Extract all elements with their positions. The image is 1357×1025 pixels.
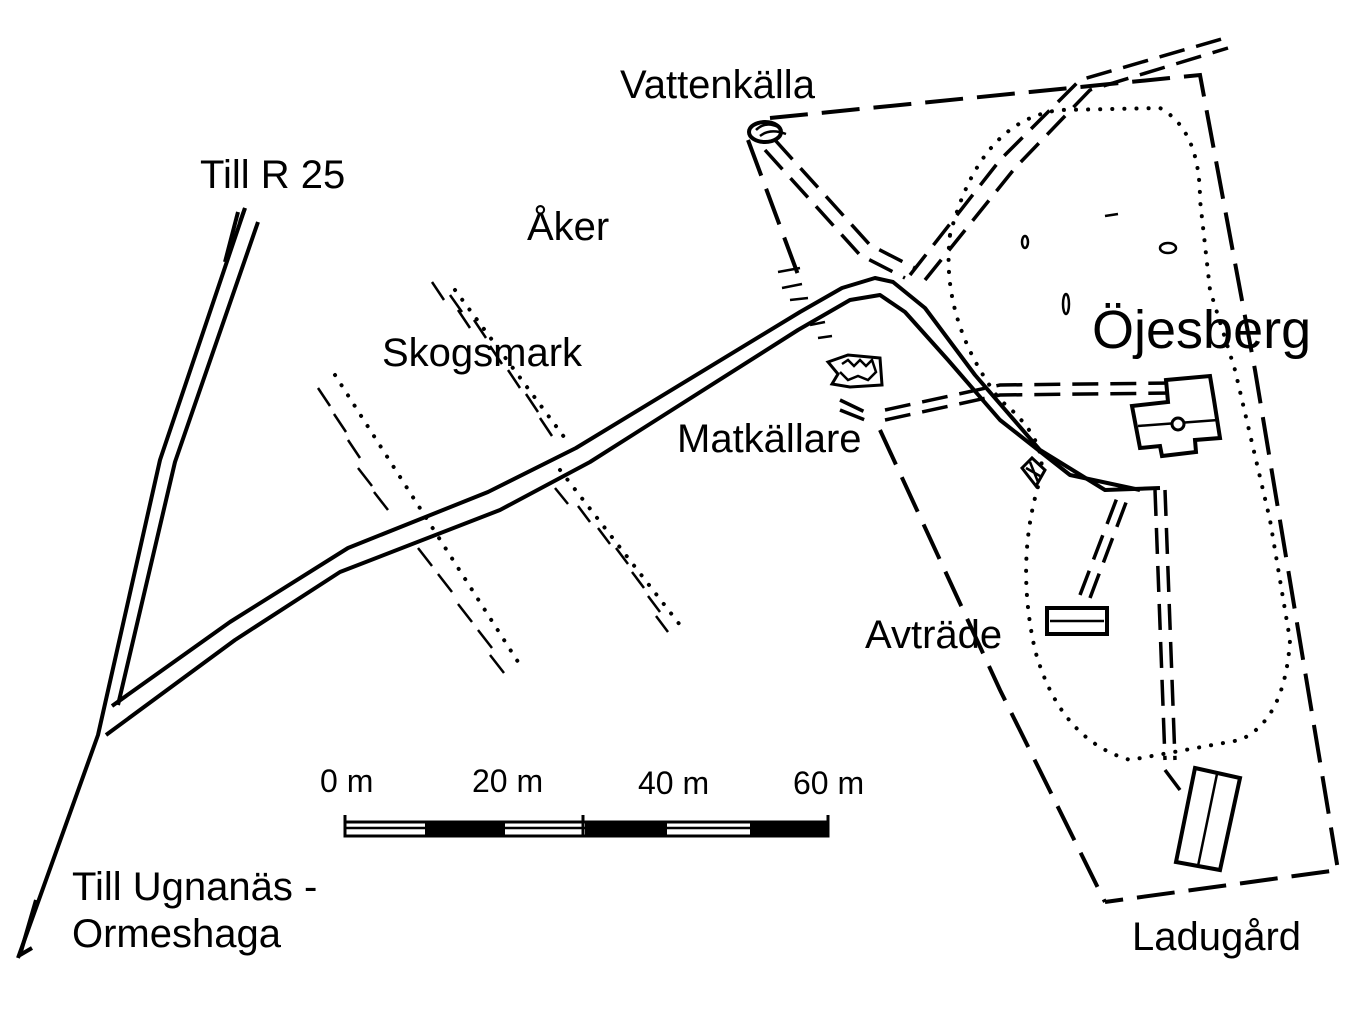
spring-icon <box>747 120 787 144</box>
label-matkallare: Matkällare <box>677 417 862 461</box>
terrain-marks <box>777 212 1178 340</box>
label-ojesberg: Öjesberg <box>1092 300 1311 360</box>
label-avtrade: Avträde <box>865 613 1002 657</box>
label-ladugard: Ladugård <box>1132 915 1301 959</box>
property-boundary <box>746 72 1341 904</box>
label-till-ugnanas-line2: Ormeshaga <box>72 912 282 956</box>
label-aker: Åker <box>527 204 609 249</box>
label-till-r25: Till R 25 <box>200 153 345 197</box>
barn-building <box>1173 765 1243 873</box>
well-icon <box>1020 455 1047 489</box>
label-skogsmark: Skogsmark <box>382 331 583 375</box>
paths <box>763 36 1229 792</box>
main-house <box>1129 373 1223 459</box>
label-till-ugnanas-line1: Till Ugnanäs - <box>72 865 317 909</box>
root-cellar-icon <box>825 353 884 389</box>
garden-dotted-border <box>946 105 1293 763</box>
scale-tick-60: 60 m <box>793 765 864 801</box>
scale-tick-0: 0 m <box>320 763 373 799</box>
map-labels: Vattenkälla Till R 25 Åker Skogsmark Öje… <box>72 63 1311 959</box>
scale-bar: 0 m 20 m 40 m 60 m <box>320 763 864 838</box>
scale-tick-20: 20 m <box>472 763 543 799</box>
road-to-ojesberg <box>104 276 1161 737</box>
scale-tick-40: 40 m <box>638 765 709 801</box>
outhouse-building <box>1045 606 1109 636</box>
forest-hatching <box>316 281 682 674</box>
road-to-r25 <box>16 207 260 959</box>
label-vattenkalla: Vattenkälla <box>620 63 816 107</box>
